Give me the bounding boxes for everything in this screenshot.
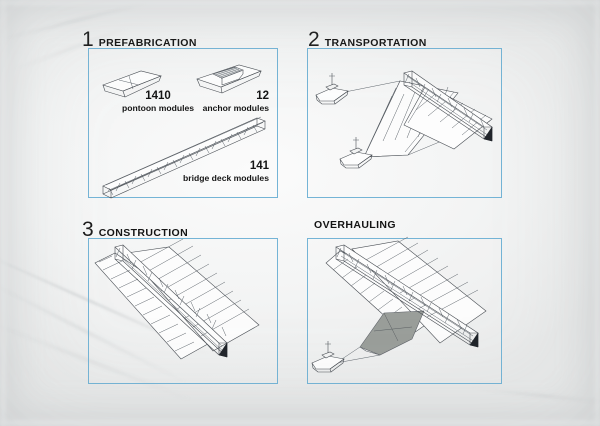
panel-1-prefabrication: 1410 pontoon modules 12 anchor modules 1… [88,48,278,199]
paper-crease [470,387,600,405]
panel-2-title: TRANSPORTATION [324,37,427,49]
pontoon-raft-right [403,84,493,150]
panel-4-title: OVERHAULING [314,219,396,231]
panel-3-construction [88,238,278,384]
panel-1-label-anchor: 12 anchor modules [159,89,269,114]
anchor-module-icon [196,64,262,94]
bridge-truss-girder [114,244,228,358]
tugboat-icon [315,73,349,105]
panel-1-drawing [102,64,266,199]
tugboat-icon [311,341,345,373]
panel-4-header: OVERHAULING [308,219,396,231]
pontoon-name: pontoon modules [121,103,195,114]
tugboat-icon [339,137,373,169]
paper-edge [0,0,6,426]
panel-2-transportation [307,48,502,198]
panel-4-drawing [311,236,487,373]
anchor-count: 12 [256,90,269,102]
anchor-name: anchor modules [202,103,269,114]
panel-3-title: CONSTRUCTION [98,227,189,239]
panel-2-header: 2 TRANSPORTATION [308,29,427,50]
panel-1-number: 1 [82,28,94,51]
panel-2-drawing [315,70,493,169]
deck-count: 141 [249,160,269,172]
paper-edge [595,0,600,426]
bridge-truss-girder [403,70,493,142]
panel-4-overhauling [307,236,502,384]
bridge-truss-girder [335,244,480,348]
deck-name: bridge deck modules [183,173,269,184]
paper-edge [0,420,600,426]
paper-edge [0,0,600,5]
panel-1-header: 1 PREFABRICATION [82,29,197,50]
panel-3-header: 3 CONSTRUCTION [82,219,188,240]
pontoon-module-icon [102,70,162,98]
panel-1-label-deck: 141 bridge deck modules [147,159,269,184]
shaded-pontoon-section [359,310,425,356]
panel-2-number: 2 [308,28,320,51]
panel-1-title: PREFABRICATION [98,37,197,49]
bridge-deck-girder [102,116,266,199]
panel-3-number: 3 [82,218,94,241]
pontoon-count: 1410 [145,90,171,102]
panel-1-label-pontoon: 1410 pontoon modules [103,89,213,114]
panel-3-drawing [94,238,260,360]
